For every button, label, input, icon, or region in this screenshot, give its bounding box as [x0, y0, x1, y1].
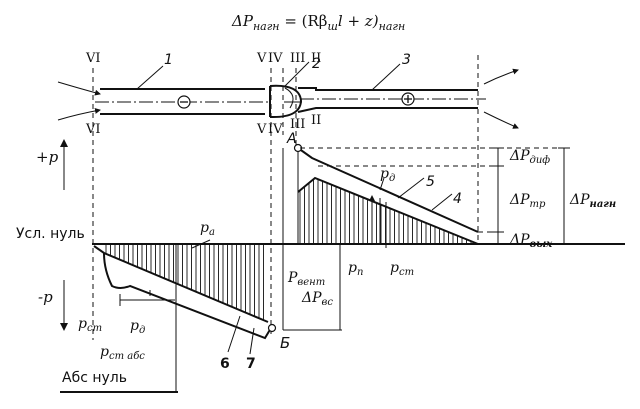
- dp-vs-label: ΔPвс: [301, 290, 333, 308]
- section-v-top: V: [256, 51, 267, 66]
- point-b-label: Б: [280, 334, 290, 352]
- outlet-arrows: [483, 68, 519, 129]
- inlet-arrows: [57, 81, 101, 121]
- section-lines: [92, 55, 479, 340]
- positive-pressure-label: +p: [36, 148, 59, 166]
- section-iv-bottom: IV: [268, 122, 283, 137]
- dp-dif-label: ΔPдиф: [509, 148, 550, 166]
- element-number-1: 1: [164, 52, 173, 68]
- fan: [269, 84, 303, 119]
- section-vi-bottom: VI: [85, 122, 101, 137]
- line-number-7: 7: [246, 356, 256, 372]
- section-ii-top: II: [311, 51, 321, 66]
- dp-nagn-label: ΔPнагн: [569, 192, 616, 210]
- right-dimension-lines: [300, 147, 570, 244]
- conventional-zero-label: Усл. нуль: [16, 226, 85, 242]
- pp-label: pп: [348, 260, 363, 278]
- element-leaders: [136, 61, 401, 91]
- section-vi-top: VI: [85, 51, 101, 66]
- suction-pressure-lines: [93, 244, 272, 340]
- negative-pressure-label: -p: [38, 288, 53, 306]
- pst-left-label: pст: [78, 316, 102, 334]
- line-number-4: 4: [453, 191, 462, 207]
- p-vent-label: Pвент: [287, 270, 325, 288]
- section-labels-bottom: VI V IV III II: [85, 113, 321, 137]
- suction-hatch: [105, 244, 264, 321]
- line-number-6: 6: [220, 356, 230, 372]
- suction-duct: [95, 88, 270, 115]
- section-labels-top: VI V IV III II: [85, 51, 321, 66]
- element-number-2: 2: [312, 56, 321, 72]
- pa-label: pa: [200, 220, 215, 238]
- dp-tr-label: ΔPтр: [509, 192, 546, 210]
- discharge-pressure-lines: [297, 147, 479, 245]
- discharge-hatch: [299, 179, 476, 244]
- pd-right-label: pд: [380, 166, 395, 184]
- element-number-3: 3: [402, 52, 411, 68]
- point-b-marker: [267, 323, 277, 333]
- formula: ΔPнагн = (Rβшl + z)нагн: [231, 12, 405, 33]
- section-ii-bottom: II: [311, 113, 321, 128]
- section-iv-top: IV: [268, 51, 283, 66]
- section-v-bottom: V: [256, 122, 267, 137]
- pst-right-label: pст: [390, 260, 414, 278]
- pst-abs-label: pст абс: [100, 344, 145, 362]
- pd-left-label: pд: [130, 318, 145, 336]
- dp-vyh-label: ΔPвых: [509, 232, 553, 250]
- absolute-zero-label: Абс нуль: [62, 370, 127, 386]
- point-a-label: A: [286, 131, 297, 147]
- section-iii-bottom: III: [290, 117, 305, 132]
- section-iii-top: III: [290, 51, 305, 66]
- line-number-5: 5: [426, 174, 435, 190]
- discharge-duct: [297, 87, 486, 113]
